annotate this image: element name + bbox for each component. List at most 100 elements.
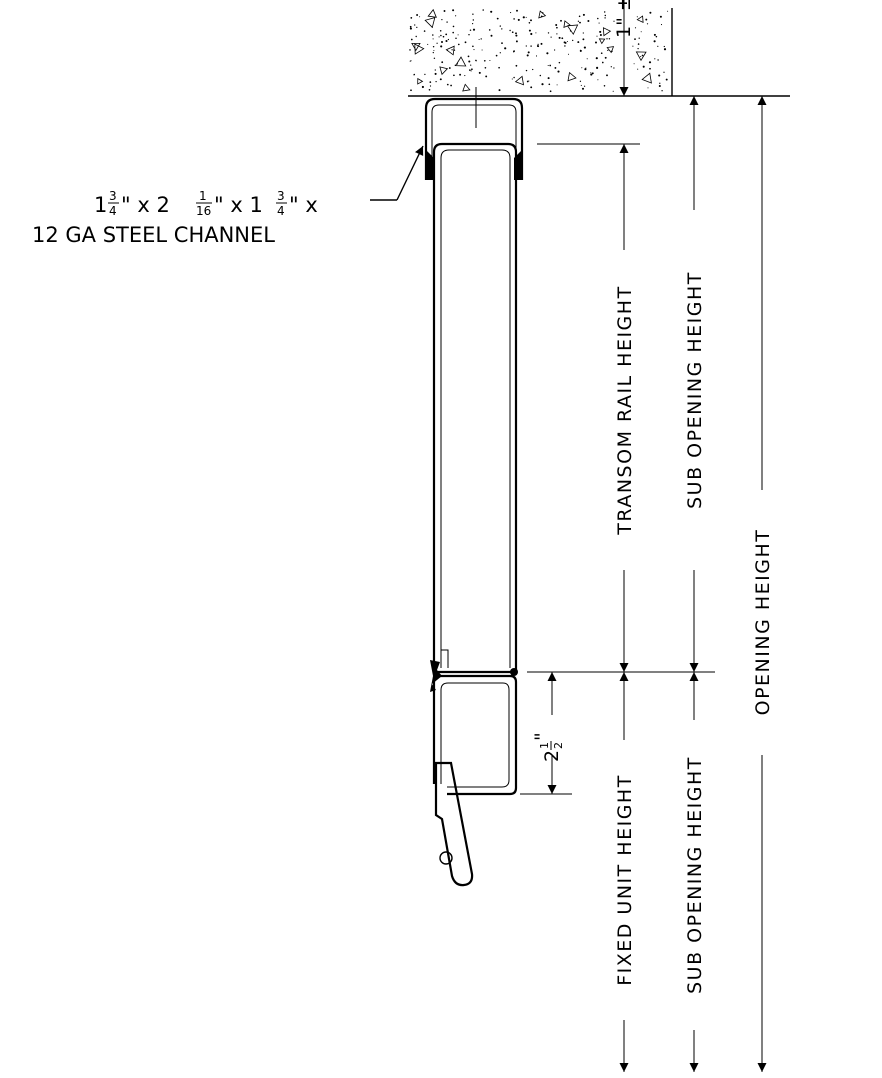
- concrete-speck: [527, 51, 530, 54]
- fixed-unit-height-label: FIXED UNIT HEIGHT: [614, 774, 636, 986]
- concrete-speck: [409, 49, 411, 51]
- concrete-speck: [509, 29, 511, 32]
- callout-line1-a-den: 4: [109, 204, 117, 218]
- sub-opening-height-upper-label: SUB OPENING HEIGHT: [684, 271, 706, 509]
- channel-depth-numerator: 1: [538, 742, 551, 749]
- callout-line1-b: " x 2: [121, 193, 170, 217]
- concrete-speck: [581, 87, 585, 90]
- concrete-speck: [485, 75, 488, 78]
- concrete-speck: [501, 28, 503, 30]
- concrete-speck: [525, 16, 527, 18]
- concrete-speck: [596, 35, 598, 37]
- concrete-speck: [469, 69, 471, 71]
- concrete-speck: [525, 69, 528, 72]
- concrete-speck: [409, 25, 412, 28]
- concrete-speck: [613, 67, 615, 69]
- concrete-speck: [537, 43, 539, 46]
- concrete-speck: [539, 74, 542, 77]
- concrete-speck: [428, 88, 431, 91]
- concrete-speck: [496, 17, 499, 20]
- callout-line1-a-num: 3: [109, 189, 117, 203]
- concrete-speck: [511, 78, 513, 80]
- concrete-speck: [530, 19, 532, 22]
- concrete-speck: [464, 41, 467, 44]
- concrete-speck: [452, 9, 455, 12]
- callout-leader: [370, 145, 424, 201]
- callout-line2: 12 GA STEEL CHANNEL: [32, 223, 275, 247]
- concrete-aggregate: [424, 17, 436, 29]
- sub-opening-height-lower-label: SUB OPENING HEIGHT: [684, 756, 706, 994]
- concrete-speck: [468, 33, 470, 36]
- concrete-speck: [513, 76, 515, 79]
- concrete-speck: [448, 67, 451, 69]
- fixed-unit-channel: [432, 674, 518, 796]
- concrete-aggregate: [462, 83, 471, 92]
- concrete-speck: [513, 50, 515, 52]
- concrete-speck: [657, 59, 659, 61]
- concrete-speck: [469, 29, 472, 31]
- concrete-aggregate: [636, 15, 644, 24]
- concrete-speck: [532, 68, 534, 71]
- concrete-speck: [526, 54, 529, 57]
- pivot-pin: [439, 851, 453, 865]
- concrete-aggregate: [598, 38, 606, 45]
- concrete-speck: [526, 80, 529, 83]
- concrete-speck: [657, 45, 659, 47]
- concrete-speck: [455, 15, 457, 17]
- concrete-speck: [578, 15, 581, 18]
- callout-line1-c: " x 1: [214, 193, 263, 217]
- callout-line1-b-num: 1: [199, 189, 207, 203]
- concrete-aggregate: [641, 72, 652, 84]
- concrete-speck: [432, 34, 434, 36]
- concrete-speck: [453, 74, 455, 77]
- concrete-speck: [660, 24, 663, 26]
- concrete-speck: [564, 45, 566, 47]
- concrete-speck: [645, 18, 648, 21]
- concrete-speck: [590, 72, 592, 74]
- top-steel-channel: [424, 87, 524, 180]
- channel-callout: 1 3 4 " x 2 1 16 " x 1 3 4 " x 12 GA STE…: [32, 189, 318, 247]
- concrete-speck: [513, 18, 515, 20]
- concrete-speck: [515, 64, 518, 67]
- concrete-speck: [561, 37, 564, 40]
- concrete-speck: [637, 43, 640, 45]
- concrete-speck: [566, 40, 568, 43]
- concrete-speck: [556, 26, 558, 29]
- concrete-speck: [482, 9, 484, 11]
- concrete-speck: [612, 90, 614, 92]
- concrete-speck: [637, 47, 639, 50]
- concrete-speck: [658, 74, 661, 77]
- concrete-speck: [472, 19, 474, 21]
- channel-depth-whole: 2: [541, 750, 563, 762]
- concrete-speck: [530, 32, 533, 36]
- concrete-speck: [558, 61, 561, 64]
- concrete-speck: [663, 45, 665, 48]
- concrete-speck: [415, 35, 417, 38]
- concrete-speck: [586, 58, 588, 60]
- concrete-speck: [442, 35, 445, 38]
- concrete-speck: [515, 40, 518, 43]
- concrete-speck: [490, 10, 493, 13]
- top-clearance-label: 1" ±: [613, 0, 635, 38]
- concrete-speck: [522, 16, 525, 19]
- concrete-speck: [498, 89, 501, 92]
- concrete-speck: [484, 66, 487, 69]
- concrete-speck: [577, 41, 580, 44]
- concrete-speck: [445, 39, 448, 43]
- concrete-speck: [582, 38, 585, 41]
- concrete-speck: [646, 23, 649, 25]
- concrete-speck: [557, 70, 560, 73]
- concrete-speck: [445, 33, 448, 36]
- concrete-speck: [606, 38, 608, 40]
- concrete-speck: [438, 36, 440, 38]
- concrete-speck: [452, 31, 454, 34]
- concrete-speck: [424, 73, 426, 76]
- concrete-aggregate: [514, 75, 525, 86]
- concrete-speck: [414, 24, 416, 26]
- concrete-speck: [563, 41, 566, 44]
- concrete-aggregate: [635, 51, 647, 62]
- concrete-speck: [549, 64, 552, 67]
- concrete-speck: [432, 51, 434, 54]
- concrete-speck: [488, 29, 491, 31]
- concrete-speck: [510, 12, 512, 14]
